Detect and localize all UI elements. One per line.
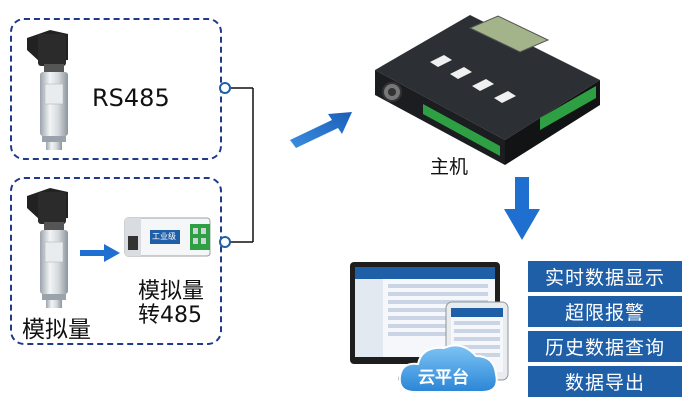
arrow-to-converter — [80, 244, 120, 262]
bus-connection-lines — [230, 87, 254, 243]
host-device-image — [375, 15, 600, 165]
analog-pressure-sensor-image — [27, 188, 68, 308]
converter-connection-dot — [219, 236, 231, 248]
host-label: 主机 — [430, 156, 469, 178]
cloud-label: 云平台 — [418, 368, 469, 388]
analog-sensor-group — [10, 177, 222, 345]
analog-sensor-label: 模拟量 — [22, 317, 91, 343]
converter-module-text: 工业级 — [152, 232, 176, 241]
rs485-sensor-label: RS485 — [92, 84, 170, 112]
converter-label-line1: 模拟量 — [138, 279, 205, 304]
feature-data-export: 数据导出 — [528, 366, 682, 397]
feature-history-query: 历史数据查询 — [528, 331, 682, 362]
rs485-connection-dot — [219, 82, 231, 94]
feature-realtime-display: 实时数据显示 — [528, 261, 682, 292]
arrow-to-host — [290, 112, 352, 148]
converter-label-line2: 转485 — [138, 303, 202, 328]
cloud-icon — [398, 344, 498, 393]
feature-overlimit-alarm: 超限报警 — [528, 296, 682, 327]
rs485-pressure-sensor-image — [27, 30, 68, 150]
arrow-to-platform — [504, 177, 540, 240]
analog-to-485-converter-image — [124, 217, 211, 257]
